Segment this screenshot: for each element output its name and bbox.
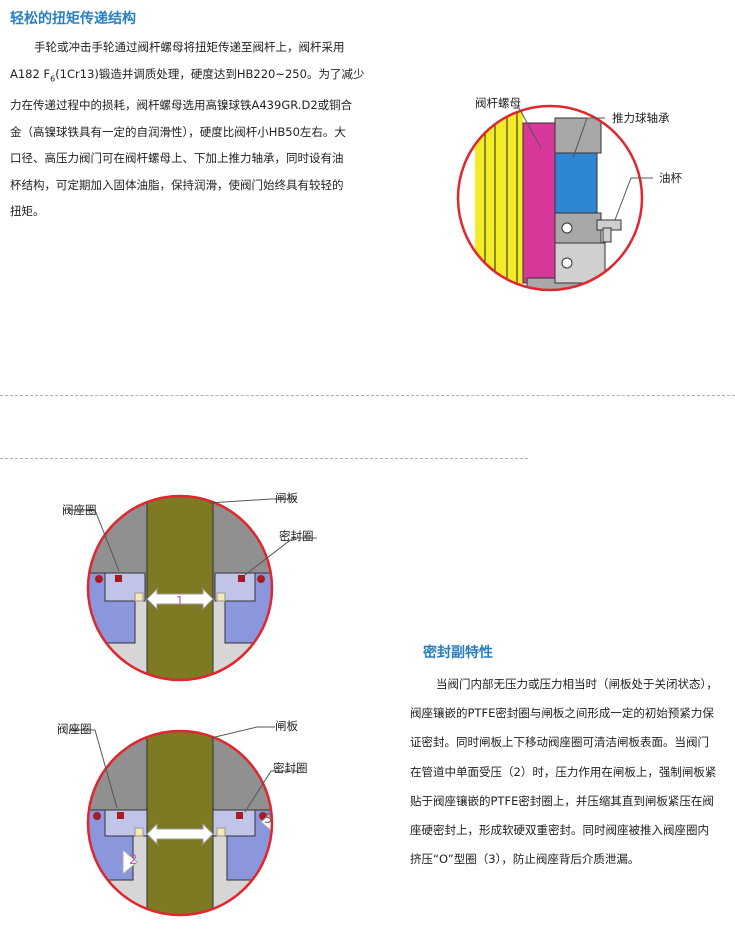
paragraph-line: 力在传递过程中的损耗，阀杆螺母选用高镍球铁A439GR.D2或铜合	[10, 98, 353, 113]
valve-stem	[475, 106, 523, 290]
paragraph-line: 座硬密封上，形成软硬双重密封。同时阀座被推入阀座圈内	[410, 823, 709, 838]
fig2-label-seat-ring: 阀座圈	[62, 503, 97, 517]
fig3-number-3: 3	[264, 812, 273, 827]
paragraph-line: 口径、高压力阀门可在阀杆螺母上、下加上推力轴承，同时设有油	[10, 151, 344, 166]
fig3-label-seat-ring: 阀座圈	[57, 722, 92, 736]
paragraph-line: 手轮或冲击手轮通过阀杆螺母将扭矩传递至阀杆上，阀杆采用	[34, 40, 345, 54]
paragraph-line: 贴于阀座镶嵌的PTFE密封圈上，并压缩其直到闸板紧压在阀	[410, 793, 714, 808]
material-grade: A182 F	[10, 66, 51, 81]
paragraph-line: 扭矩。	[10, 204, 45, 219]
paragraph-line: A182 F6(1Cr13)锻造并调质处理，硬度达到HB220~250。为了减少	[10, 61, 366, 93]
fig3-number-2: 2	[129, 853, 138, 868]
fig3-label-gate: 闸板	[275, 719, 298, 733]
fig2-label-seal-ring: 密封圈	[279, 529, 314, 543]
thrust-bearing	[554, 152, 598, 214]
paragraph-line: 挤压“O”型圈（3），防止阀座背后介质泄漏。	[410, 852, 640, 867]
paragraph-line: 在管道中单面受压（2）时，压力作用在闸板上，强制闸板紧	[410, 764, 717, 779]
double-arrow	[146, 822, 214, 846]
material-subscript: 6	[50, 73, 56, 83]
label-thrust-bearing: 推力球轴承	[612, 111, 670, 125]
stem-nut-figure	[456, 104, 653, 292]
fig3-label-seal-ring: 密封圈	[273, 761, 308, 775]
section-divider	[0, 395, 735, 396]
paragraph-line: 证密封。同时闸板上下移动阀座圈可清洁闸板表面。当阀门	[410, 735, 709, 750]
paragraph-line: 当阀门内部无压力或压力相当时（闸板处于关闭状态），	[436, 677, 718, 691]
section-title-torque: 轻松的扭矩传递结构	[10, 11, 136, 27]
gate	[146, 731, 214, 915]
gate	[146, 496, 214, 680]
label-oil-cup: 油杯	[659, 171, 682, 185]
paragraph-text: (1Cr13)锻造并调质处理，硬度达到HB220~250。为了减少	[55, 66, 365, 81]
paragraph-line: 杯结构，可定期加入固体油脂，保持润滑，使阀门始终具有较轻的	[10, 177, 344, 192]
seal-figure-pressurized	[69, 726, 299, 917]
seal-paragraph: 当阀门内部无压力或压力相当时（闸板处于关闭状态）， 阀座镶嵌的PTFE密封圈与闸…	[410, 670, 730, 874]
double-arrow	[146, 587, 214, 611]
pressure-arrow-2	[122, 848, 138, 876]
detail-circle	[86, 729, 274, 917]
torque-paragraph: 手轮或冲击手轮通过阀杆螺母将扭矩传递至阀杆上，阀杆采用 A182 F6(1Cr1…	[10, 34, 366, 225]
detail-circle	[86, 494, 274, 682]
section-title-seal: 密封副特性	[423, 645, 493, 661]
label-stem-nut: 阀杆螺母	[475, 96, 521, 110]
paragraph-line: 阀座镶嵌的PTFE密封圈与闸板之间形成一定的初始预紧力保	[410, 706, 714, 721]
fig2-arrow-number: 1	[176, 594, 184, 608]
seal-figure-closed	[69, 494, 317, 682]
section-divider	[0, 458, 528, 459]
fig2-label-gate: 闸板	[275, 491, 298, 505]
detail-circle	[456, 104, 644, 292]
paragraph-line: 金（高镍球铁具有一定的自润滑性），硬度比阀杆小HB50左右。大	[10, 124, 346, 139]
stem-nut	[522, 122, 556, 284]
